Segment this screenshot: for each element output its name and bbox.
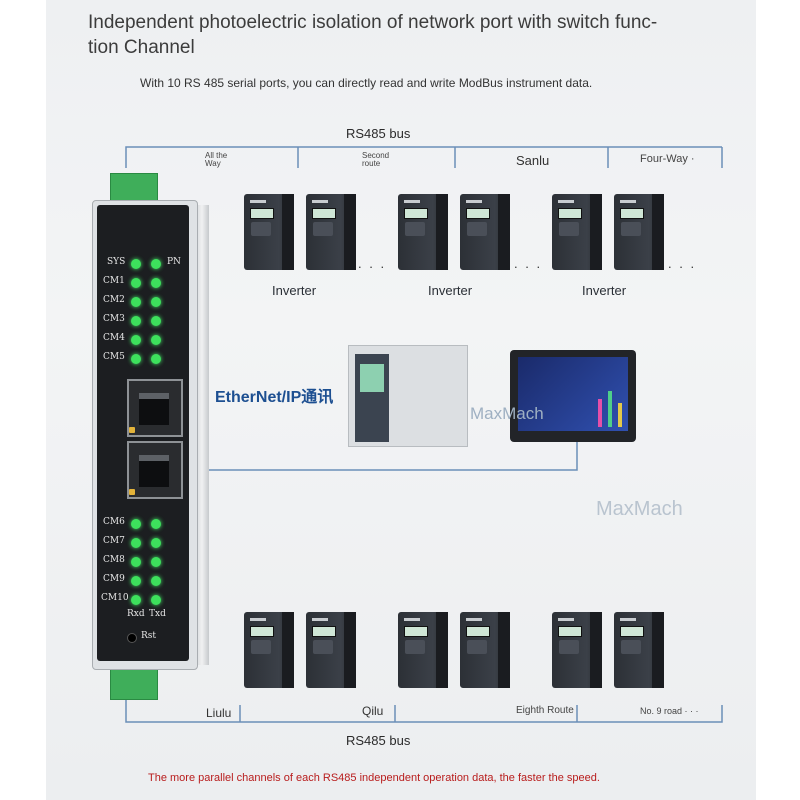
watermark: MaxMach [596,498,683,520]
gateway-front-panel: SYS PN CM1 CM2 CM3 CM4 CM5 CM6 CM7 CM8 [97,205,189,661]
route-label-4: Four-Way · [640,153,695,165]
port-led [129,427,135,433]
indicator-label-cm1: CM1 [103,276,125,286]
route-label-2: Second route [362,151,390,168]
hmi-touch-screen [510,350,636,442]
route-label-9: No. 9 road · · · [640,706,699,716]
inverter-device [460,194,510,270]
status-led [151,519,161,529]
ethernet-ip-label: EtherNet/IP通讯 [215,389,334,406]
inverter-device [306,194,356,270]
status-led [131,595,141,605]
status-led [131,259,141,269]
status-led [151,538,161,548]
page-title: Independent photoelectric isolation of n… [88,12,658,58]
indicator-label-cm4: CM4 [103,333,125,343]
status-led [151,297,161,307]
status-led [151,335,161,345]
inverter-device [614,612,664,688]
route-label-7: Qilu [362,704,384,718]
status-led [151,316,161,326]
indicator-label-cm3: CM3 [103,314,125,324]
route-label-8: Eighth Route [516,705,574,716]
reset-label: Rst [141,631,157,641]
status-led [131,519,141,529]
inverter-device [460,612,510,688]
ellipsis: . . . [514,256,543,271]
indicator-label-cm8: CM8 [103,555,125,565]
port-led [129,489,135,495]
page-subtitle: With 10 RS 485 serial ports, you can dir… [140,76,593,90]
indicator-label-pn: PN [167,257,181,267]
route-label-3: Sanlu [516,153,550,168]
reset-button [127,633,137,643]
inverter-label: Inverter [428,283,473,298]
bottom-terminal-block [110,668,158,700]
txd-label: Txd [149,609,166,619]
inverter-device [306,612,356,688]
status-led [151,557,161,567]
inverter-device [398,612,448,688]
status-led [131,335,141,345]
footer-note: The more parallel channels of each RS485… [148,772,600,784]
bottom-bus-label: RS485 bus [346,733,411,748]
inverter-device [398,194,448,270]
ellipsis: . . . [668,256,697,271]
indicator-label-cm10: CM10 [101,593,129,603]
status-led [151,278,161,288]
indicator-label-cm5: CM5 [103,352,125,362]
plc-controller [348,345,468,447]
inverter-device [244,612,294,688]
status-led [131,557,141,567]
indicator-label-cm6: CM6 [103,517,125,527]
status-led [131,354,141,364]
inverter-device [552,194,602,270]
status-led [131,316,141,326]
din-rail-clip [195,205,209,665]
route-label-1: All the Way [205,151,228,168]
status-led [151,595,161,605]
ethernet-port-1 [127,379,183,437]
status-led [131,297,141,307]
route-label-6: Liulu [206,706,232,720]
rxd-label: Rxd [127,609,145,619]
status-led [131,538,141,548]
indicator-label-cm2: CM2 [103,295,125,305]
watermark: MaxMach [470,404,544,423]
inverter-device [244,194,294,270]
indicator-label-sys: SYS [107,257,126,267]
inverter-device [552,612,602,688]
indicator-label-cm9: CM9 [103,574,125,584]
ellipsis: . . . [358,256,387,271]
status-led [131,576,141,586]
inverter-label: Inverter [582,283,627,298]
status-led [131,278,141,288]
inverter-device [614,194,664,270]
ethernet-port-2 [127,441,183,499]
gateway-device: SYS PN CM1 CM2 CM3 CM4 CM5 CM6 CM7 CM8 [92,200,198,670]
status-led [151,576,161,586]
indicator-label-cm7: CM7 [103,536,125,546]
inverter-label: Inverter [272,283,317,298]
top-bus-label: RS485 bus [346,126,411,141]
status-led [151,259,161,269]
status-led [151,354,161,364]
